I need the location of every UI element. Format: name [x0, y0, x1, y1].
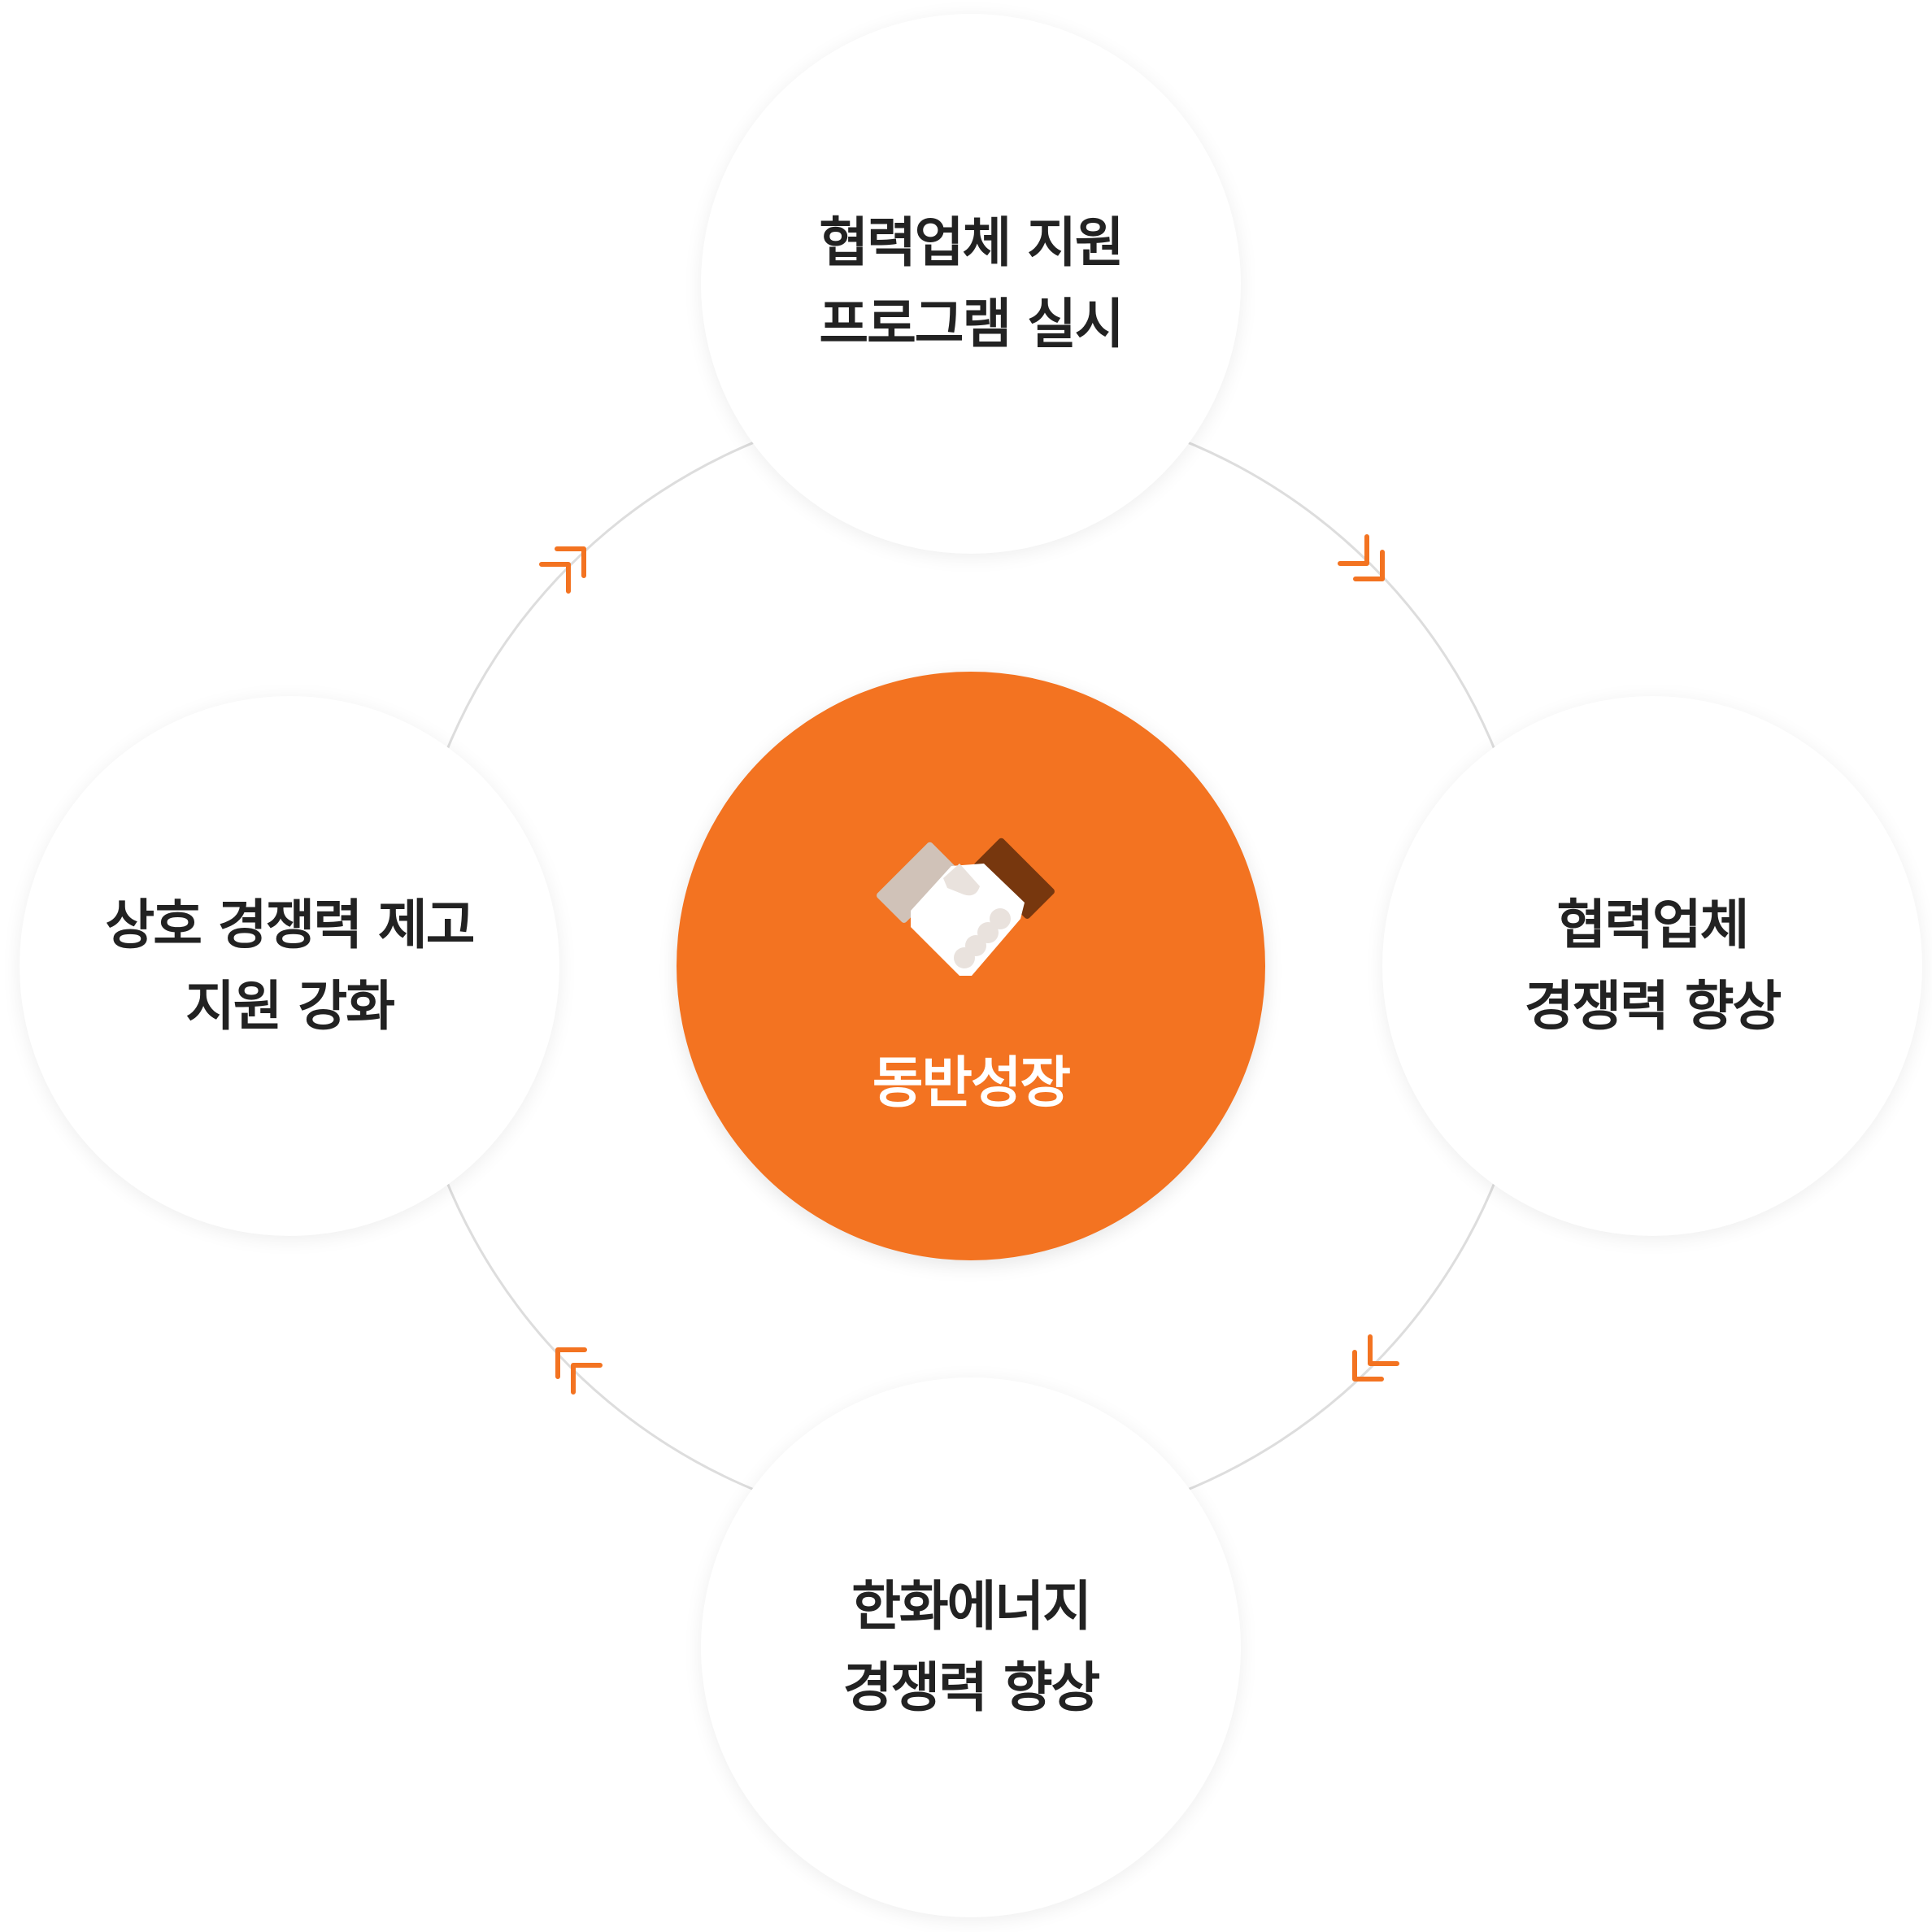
arrow-up-right-icon — [539, 546, 586, 594]
arrow-down-right-icon — [1338, 534, 1385, 581]
node-text: 협력업체 — [1556, 894, 1750, 956]
handshake-icon — [877, 838, 1055, 976]
node-text: 상호 경쟁력 제고 — [105, 894, 476, 956]
node-text: 프로그램 실시 — [819, 293, 1124, 355]
step-node-bottom: 한화에너지 경쟁력 향상 — [701, 1377, 1241, 1917]
center-label: 동반성장 — [872, 1051, 1071, 1116]
node-text: 경쟁력 향상 — [842, 1656, 1101, 1719]
step-node-left: 상호 경쟁력 제고 지원 강화 — [20, 696, 559, 1236]
node-text: 협력업체 지원 — [819, 211, 1124, 274]
arrow-up-left-icon — [555, 1347, 603, 1395]
node-text: 경쟁력 향상 — [1524, 975, 1782, 1038]
center-node: 동반성장 — [677, 672, 1265, 1260]
node-text: 지원 강화 — [185, 975, 395, 1038]
node-text: 한화에너지 — [851, 1575, 1092, 1638]
arrow-down-left-icon — [1352, 1334, 1399, 1382]
step-node-top: 협력업체 지원 프로그램 실시 — [701, 14, 1241, 554]
step-node-right: 협력업체 경쟁력 향상 — [1382, 696, 1922, 1236]
